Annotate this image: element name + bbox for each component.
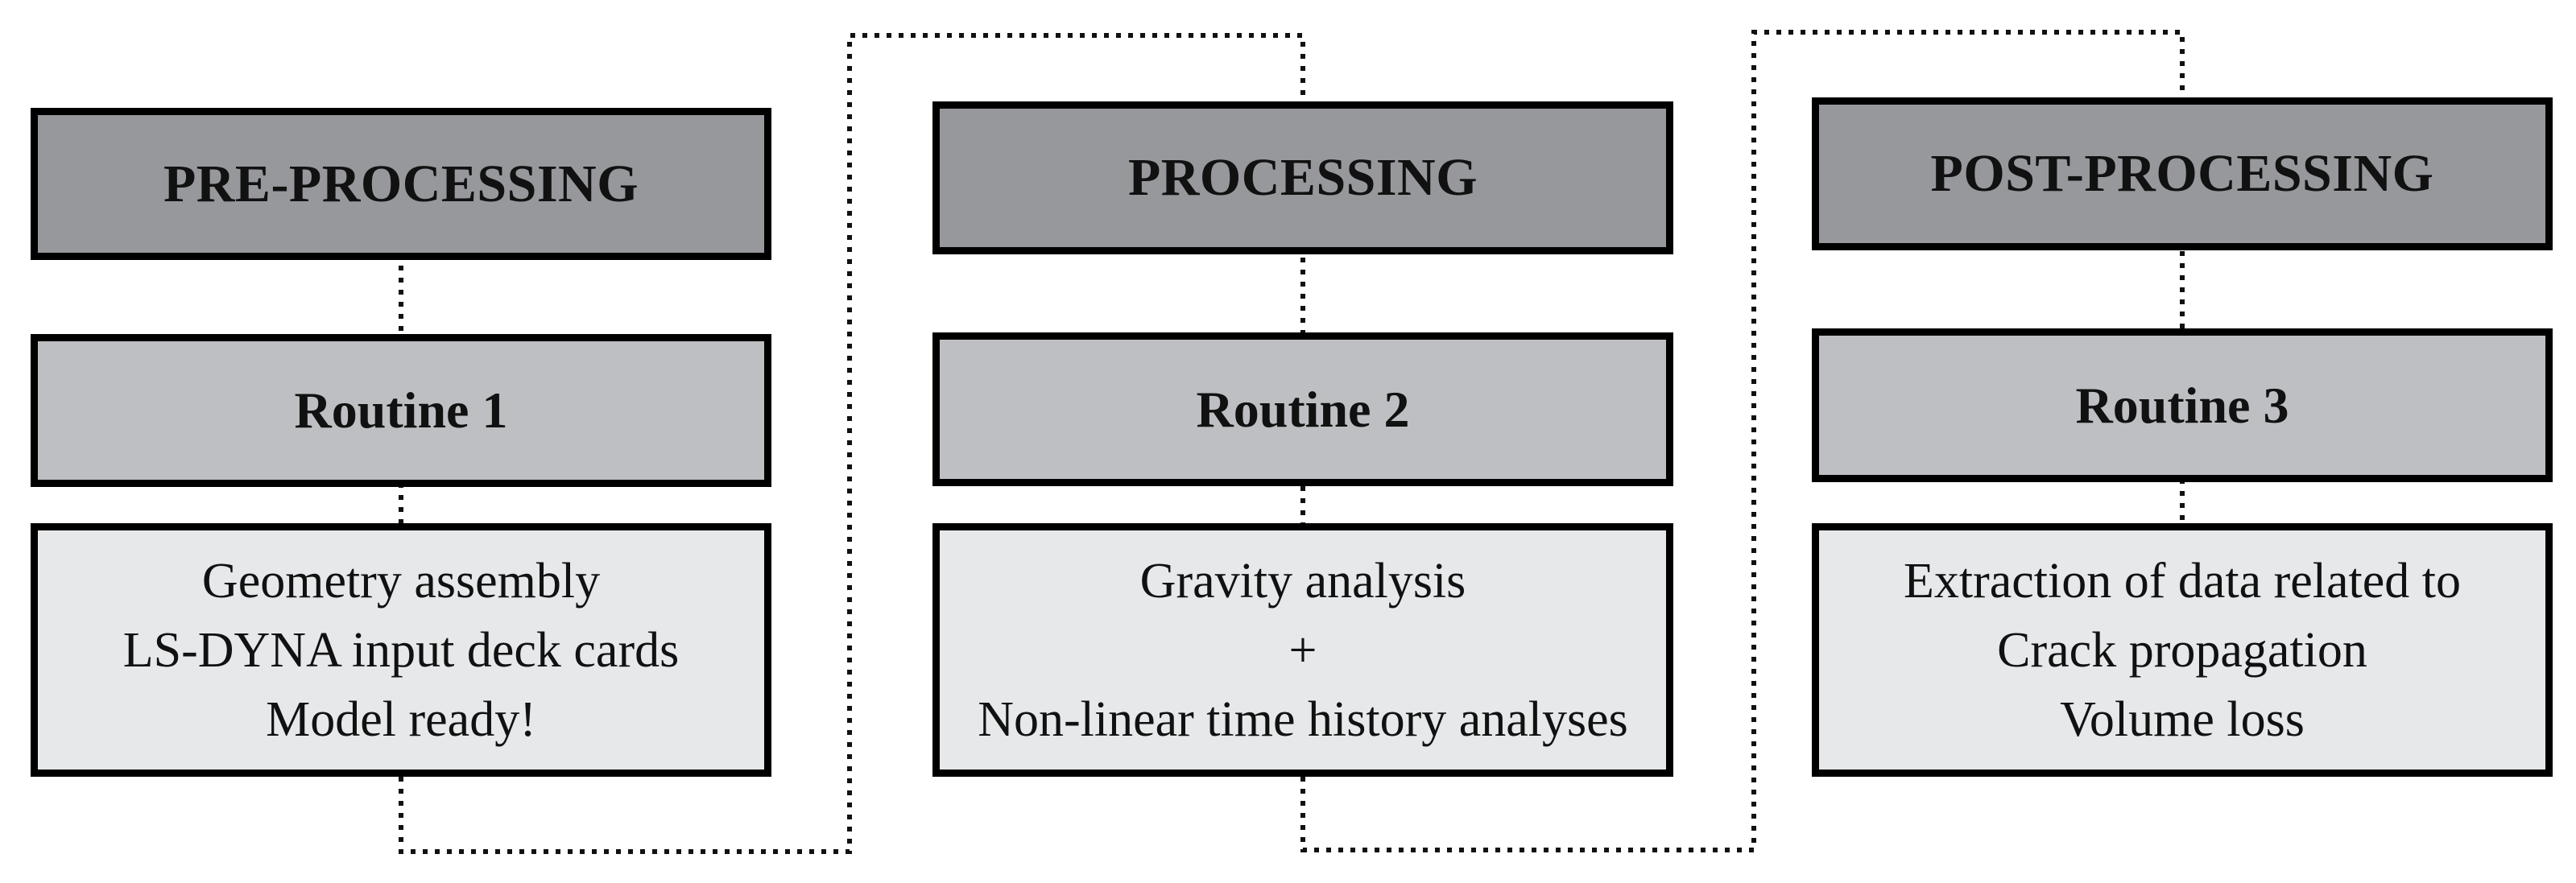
detail-line: Crack propagation [1997,622,2367,678]
details-box-2: Gravity analysis + Non-linear time histo… [932,523,1673,777]
stage-header-label: POST-PROCESSING [1930,144,2434,203]
routine-label: Routine 2 [1196,380,1410,438]
stage-header-processing: PROCESSING [932,101,1673,254]
detail-line: Gravity analysis [1139,553,1466,609]
detail-line: Volume loss [2060,691,2305,747]
detail-line: Geometry assembly [201,553,601,609]
details-box-3: Extraction of data related to Crack prop… [1812,523,2553,777]
routine-label: Routine 3 [2075,376,2289,434]
detail-line: Non-linear time history analyses [978,691,1628,747]
detail-line: Model ready! [266,691,536,747]
detail-line: LS-DYNA input deck cards [122,622,680,678]
detail-line: + [1288,622,1317,678]
detail-line: Extraction of data related to [1903,553,2462,609]
stage-header-label: PRE-PROCESSING [163,154,639,213]
routine-box-1: Routine 1 [31,334,771,487]
routine-label: Routine 1 [294,382,508,439]
routine-box-2: Routine 2 [932,332,1673,486]
stage-header-label: PROCESSING [1127,148,1478,207]
routine-box-3: Routine 3 [1812,328,2553,482]
stage-header-pre-processing: PRE-PROCESSING [31,108,771,260]
stage-header-post-processing: POST-PROCESSING [1812,97,2553,250]
details-box-1: Geometry assembly LS-DYNA input deck car… [31,523,771,777]
